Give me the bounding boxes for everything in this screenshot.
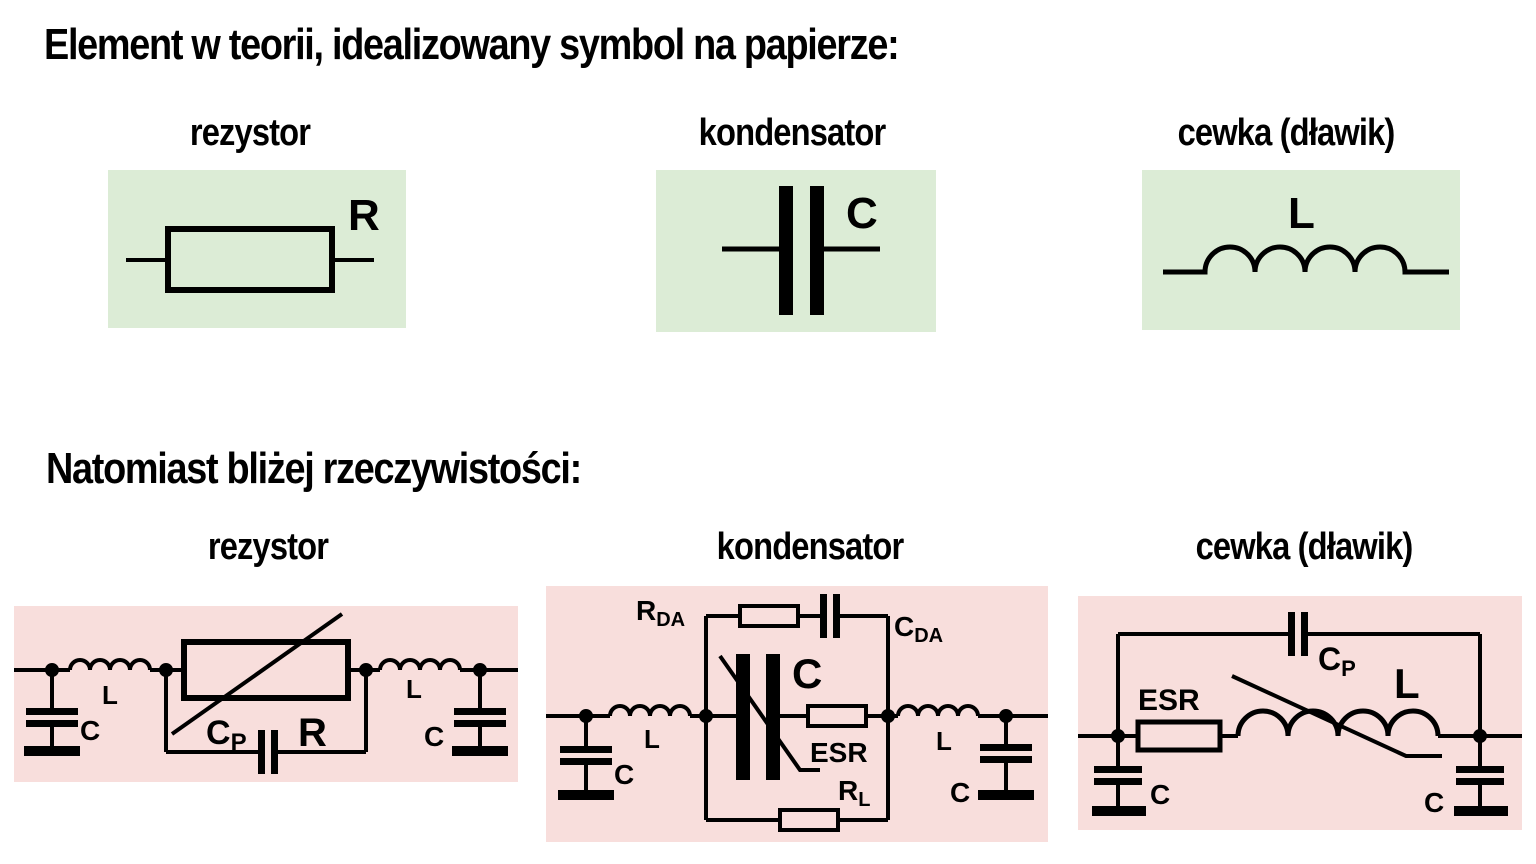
- title-real-inductor: cewka (dławik): [1195, 526, 1414, 568]
- ideal-resistor-symbol: R: [108, 170, 406, 328]
- heading-real: Natomiast bliżej rzeczywistości:: [46, 444, 582, 493]
- real-resistor-label-C-right: C: [424, 721, 444, 752]
- real-resistor-label-R: R: [298, 711, 327, 755]
- real-inductor-label-C-left: C: [1150, 779, 1170, 810]
- real-capacitor-label-C: C: [792, 650, 822, 697]
- real-capacitor-label-C-left: C: [614, 759, 634, 790]
- real-inductor-label-C-right: C: [1424, 787, 1444, 818]
- real-resistor-label-C-left: C: [80, 715, 100, 746]
- ideal-inductor-label: L: [1288, 189, 1315, 238]
- real-capacitor-label-Cda: CDA: [894, 611, 943, 647]
- real-capacitor-label-ESR: ESR: [810, 737, 868, 768]
- title-real-resistor: rezystor: [207, 526, 329, 568]
- real-capacitor-label-C-right: C: [950, 777, 970, 808]
- heading-ideal: Element w teorii, idealizowany symbol na…: [44, 20, 900, 69]
- real-resistor-schematic: L C CP R L C: [14, 606, 518, 782]
- title-real-capacitor: kondensator: [716, 526, 905, 568]
- real-capacitor-label-L-right: L: [936, 726, 952, 756]
- title-ideal-resistor: rezystor: [189, 112, 311, 154]
- real-inductor-label-Cp: CP: [1318, 641, 1356, 681]
- ideal-resistor-label: R: [348, 191, 380, 240]
- ideal-capacitor-symbol: C: [656, 170, 936, 332]
- real-capacitor-schematic: RDA CDA C ESR RL L C L C: [546, 586, 1048, 842]
- real-capacitor-label-Rda: RDA: [636, 595, 685, 631]
- real-resistor-label-Cp: CP: [206, 714, 247, 756]
- real-capacitor-label-Rl: RL: [838, 775, 870, 811]
- title-ideal-capacitor: kondensator: [698, 112, 887, 154]
- ideal-capacitor-label: C: [846, 189, 878, 238]
- real-resistor-label-L-right: L: [406, 674, 422, 704]
- real-resistor-label-L-left: L: [102, 680, 118, 710]
- real-inductor-label-L: L: [1394, 660, 1420, 707]
- ideal-inductor-symbol: L: [1142, 170, 1460, 330]
- title-ideal-inductor: cewka (dławik): [1177, 112, 1396, 154]
- real-inductor-schematic: CP ESR L C C: [1078, 596, 1522, 830]
- real-capacitor-label-L-left: L: [644, 724, 660, 754]
- real-inductor-label-ESR: ESR: [1138, 684, 1200, 717]
